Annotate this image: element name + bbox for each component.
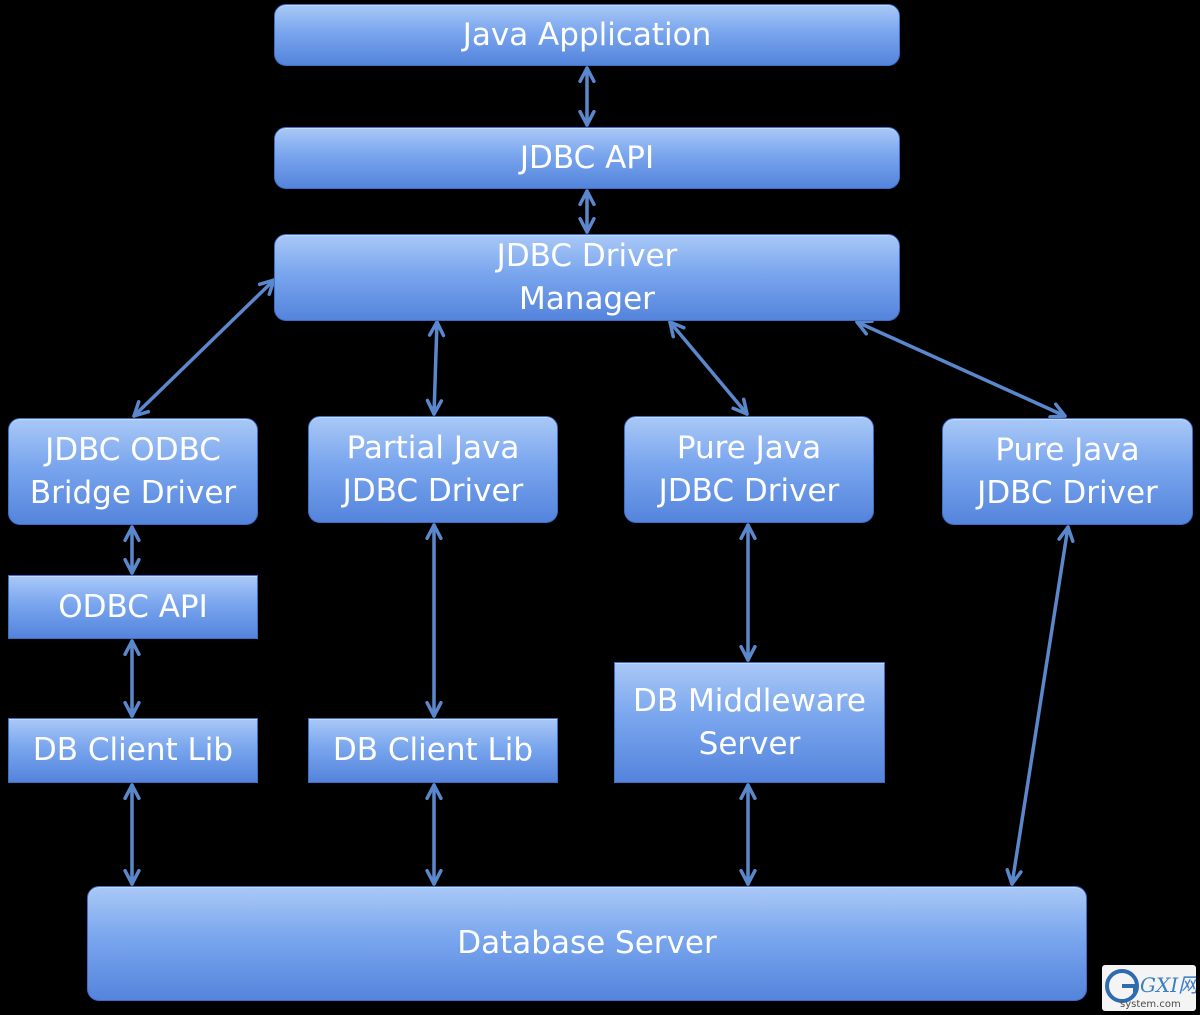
pure-java-jdbc-driver-box-1: Pure Java JDBC Driver <box>624 416 874 523</box>
pure-java-jdbc-driver-label-1: Pure Java JDBC Driver <box>658 429 840 509</box>
connector-arrow-1 <box>578 66 596 127</box>
db-client-lib-box-1: DB Client Lib <box>8 718 258 783</box>
connector-arrow-4 <box>425 320 446 416</box>
watermark-main: GXI网 <box>1140 973 1196 997</box>
java-application-box: Java Application <box>274 4 900 66</box>
jdbc-driver-manager-box: JDBC Driver Manager <box>274 234 900 321</box>
watermark-sub: system.com <box>1120 999 1181 1010</box>
db-middleware-server-label: DB Middleware Server <box>633 682 866 762</box>
odbc-api-box: ODBC API <box>8 575 258 639</box>
db-middleware-server-box: DB Middleware Server <box>614 662 885 783</box>
connector-arrow-14 <box>1005 525 1075 886</box>
connector-arrow-6 <box>855 319 1067 419</box>
site-logo: GXI网 system.com <box>1102 965 1200 1011</box>
database-server-label: Database Server <box>457 925 717 962</box>
connector-arrow-9 <box>425 523 443 718</box>
db-client-lib-label-1: DB Client Lib <box>32 732 234 769</box>
pure-java-jdbc-driver-label-2: Pure Java JDBC Driver <box>977 431 1158 511</box>
connector-arrow-8 <box>123 639 141 718</box>
connector-arrow-7 <box>123 525 141 575</box>
jdbc-driver-manager-label: JDBC Driver Manager <box>496 237 678 317</box>
site-logo-icon: GXI网 system.com <box>1105 969 1200 1010</box>
db-client-lib-box-2: DB Client Lib <box>308 718 558 783</box>
connector-arrow-3 <box>132 278 276 418</box>
java-application-label: Java Application <box>462 16 712 53</box>
pure-java-jdbc-driver-box-2: Pure Java JDBC Driver <box>942 418 1193 525</box>
database-server-box: Database Server <box>87 886 1087 1001</box>
connector-arrow-2 <box>578 189 596 234</box>
jdbc-odbc-bridge-driver-label: JDBC ODBC Bridge Driver <box>29 431 237 511</box>
connector-arrow-13 <box>739 783 757 886</box>
connector-arrow-12 <box>425 783 443 886</box>
partial-java-jdbc-driver-box: Partial Java JDBC Driver <box>308 416 558 523</box>
jdbc-api-box: JDBC API <box>274 127 900 189</box>
connector-arrow-5 <box>668 320 749 416</box>
partial-java-jdbc-driver-label: Partial Java JDBC Driver <box>342 429 524 509</box>
connector-arrow-11 <box>123 783 141 886</box>
db-client-lib-label-2: DB Client Lib <box>332 732 534 769</box>
jdbc-odbc-bridge-driver-box: JDBC ODBC Bridge Driver <box>8 418 258 525</box>
odbc-api-label: ODBC API <box>58 588 208 625</box>
jdbc-api-label: JDBC API <box>519 139 655 176</box>
connector-arrow-10 <box>739 523 757 662</box>
